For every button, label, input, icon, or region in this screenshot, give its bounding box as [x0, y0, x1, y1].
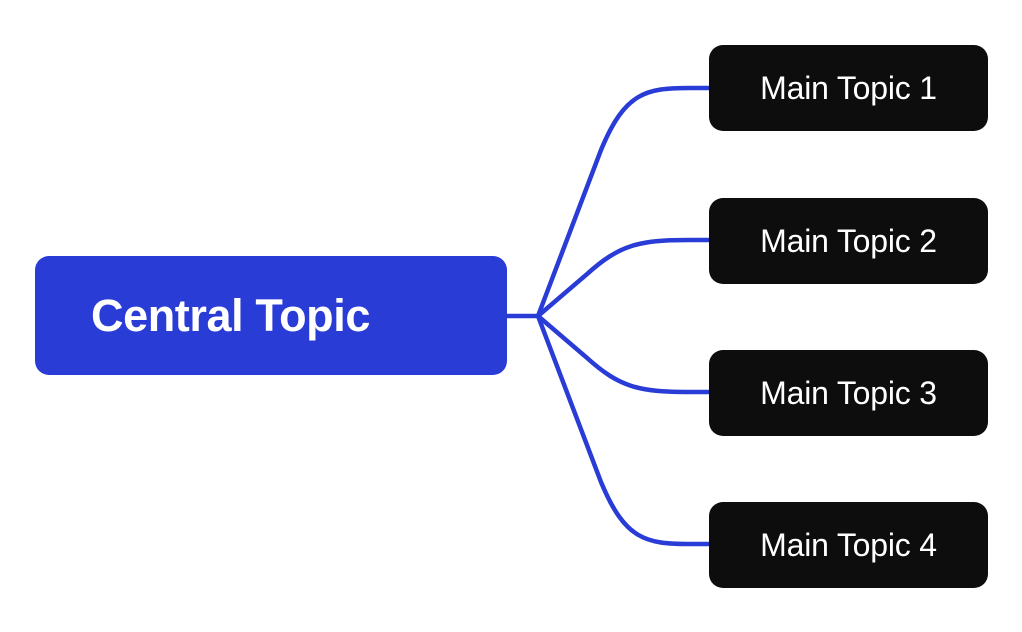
main-topic-4-node[interactable]: Main Topic 4 — [709, 502, 988, 588]
main-topic-1-label: Main Topic 1 — [760, 70, 937, 106]
central-topic-node[interactable]: Central Topic — [35, 256, 507, 375]
connector-to-topic-2 — [535, 237, 714, 319]
main-topic-2-label: Main Topic 2 — [760, 223, 937, 259]
main-topic-1-node[interactable]: Main Topic 1 — [709, 45, 988, 131]
central-topic-label: Central Topic — [91, 290, 370, 341]
main-topic-4-label: Main Topic 4 — [760, 527, 937, 563]
connector-to-topic-4 — [535, 313, 714, 547]
main-topic-3-node[interactable]: Main Topic 3 — [709, 350, 988, 436]
main-topic-3-label: Main Topic 3 — [760, 375, 937, 411]
main-topic-2-node[interactable]: Main Topic 2 — [709, 198, 988, 284]
connector-to-topic-1 — [535, 85, 714, 319]
connector-to-topic-3 — [535, 313, 714, 395]
